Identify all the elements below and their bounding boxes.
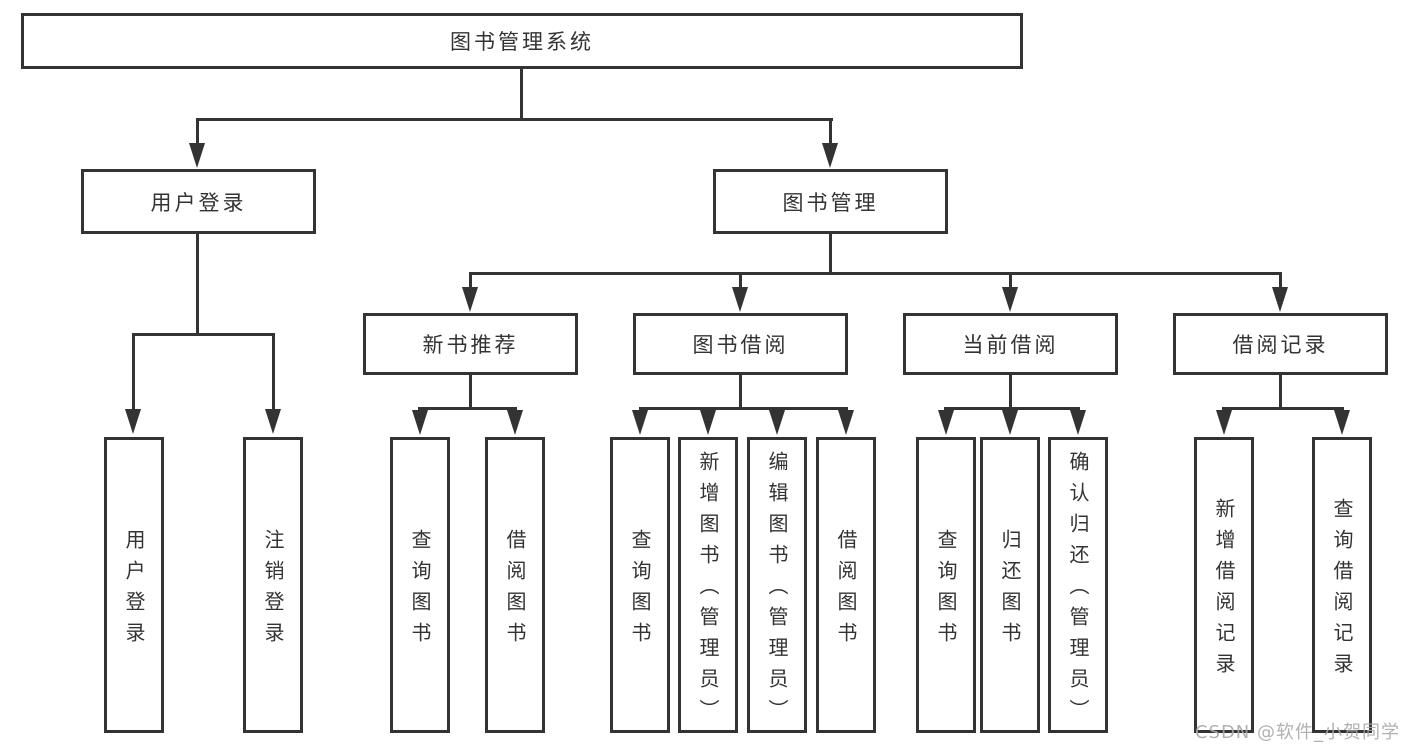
leaf-label: 确认归还（管理员）: [1066, 451, 1090, 730]
arrow-down-icon: [1002, 410, 1018, 435]
connector-line: [1009, 375, 1012, 409]
arrow-down-icon: [732, 287, 748, 312]
arrow-down-icon: [1070, 410, 1086, 435]
connector-line: [520, 68, 523, 119]
arrow-down-icon: [769, 410, 785, 435]
leaf-edit-book-admin: 编辑图书（管理员）: [747, 437, 807, 733]
leaf-label: 查询图书: [628, 528, 652, 653]
leaf-label: 查询借阅记录: [1330, 497, 1354, 684]
leaf-label: 新增图书（管理员）: [696, 451, 720, 730]
node-book-borrowing: 图书借阅: [633, 313, 848, 375]
connector-line: [944, 407, 1080, 410]
connector-line: [1222, 407, 1344, 410]
connector-line: [739, 375, 742, 409]
arrow-down-icon: [1002, 287, 1018, 312]
connector-line: [196, 118, 833, 121]
node-library-system: 图书管理系统: [21, 13, 1023, 69]
node-new-book-recommendation: 新书推荐: [363, 313, 578, 375]
leaf-add-borrow-record: 新增借阅记录: [1194, 437, 1254, 733]
arrow-down-icon: [1272, 287, 1288, 312]
arrow-down-icon: [1216, 410, 1232, 435]
connector-line: [132, 335, 135, 410]
leaf-label: 借阅图书: [503, 528, 527, 653]
node-current-borrowing: 当前借阅: [903, 313, 1118, 375]
leaf-logout: 注销登录: [243, 437, 303, 733]
node-user-login: 用户登录: [81, 169, 316, 234]
node-label: 当前借阅: [962, 333, 1059, 357]
leaf-query-borrow-record: 查询借阅记录: [1312, 437, 1372, 733]
csdn-watermark: CSDN @软件_小贺同学: [1194, 722, 1400, 743]
leaf-label: 用户登录: [122, 528, 146, 653]
node-label: 新书推荐: [422, 333, 519, 357]
connector-line: [132, 333, 275, 336]
connector-line: [418, 407, 517, 410]
leaf-return-book: 归还图书: [980, 437, 1040, 733]
leaf-borrow-books: 借阅图书: [816, 437, 876, 733]
node-label: 借阅记录: [1232, 333, 1329, 357]
leaf-label: 编辑图书（管理员）: [765, 451, 789, 730]
connector-line: [1279, 275, 1282, 289]
connector-line: [1009, 275, 1012, 289]
connector-line: [469, 272, 1282, 275]
connector-line: [469, 275, 472, 289]
leaf-label: 归还图书: [998, 528, 1022, 653]
arrow-down-icon: [632, 410, 648, 435]
connector-line: [829, 120, 832, 145]
leaf-query-books: 查询图书: [390, 437, 450, 733]
node-label: 图书管理: [782, 190, 879, 215]
arrow-down-icon: [938, 410, 954, 435]
leaf-label: 新增借阅记录: [1212, 497, 1236, 684]
connector-line: [272, 335, 275, 410]
leaf-add-book-admin: 新增图书（管理员）: [678, 437, 738, 733]
connector-line: [639, 407, 848, 410]
arrow-down-icon: [125, 409, 141, 434]
arrow-down-icon: [700, 410, 716, 435]
arrow-down-icon: [462, 287, 478, 312]
node-label: 用户登录: [150, 190, 247, 215]
leaf-label: 查询图书: [934, 528, 958, 653]
node-label: 图书借阅: [692, 333, 789, 357]
leaf-label: 借阅图书: [834, 528, 858, 653]
node-label: 图书管理系统: [450, 30, 594, 54]
node-borrowing-records: 借阅记录: [1173, 313, 1388, 375]
arrow-down-icon: [1334, 410, 1350, 435]
arrow-down-icon: [822, 143, 838, 168]
connector-line: [1279, 375, 1282, 409]
leaf-query-books: 查询图书: [916, 437, 976, 733]
connector-line: [739, 275, 742, 289]
connector-line: [196, 120, 199, 145]
leaf-confirm-return-admin: 确认归还（管理员）: [1048, 437, 1108, 733]
arrow-down-icon: [838, 410, 854, 435]
leaf-borrow-books: 借阅图书: [485, 437, 545, 733]
leaf-label: 注销登录: [261, 528, 285, 653]
leaf-user-login: 用户登录: [104, 437, 164, 733]
arrow-down-icon: [412, 410, 428, 435]
arrow-down-icon: [507, 410, 523, 435]
arrow-down-icon: [265, 409, 281, 434]
connector-line: [829, 233, 832, 275]
connector-line: [196, 233, 199, 335]
node-book-management: 图书管理: [713, 169, 948, 234]
leaf-query-books: 查询图书: [610, 437, 670, 733]
connector-line: [469, 375, 472, 409]
leaf-label: 查询图书: [408, 528, 432, 653]
arrow-down-icon: [189, 143, 205, 168]
